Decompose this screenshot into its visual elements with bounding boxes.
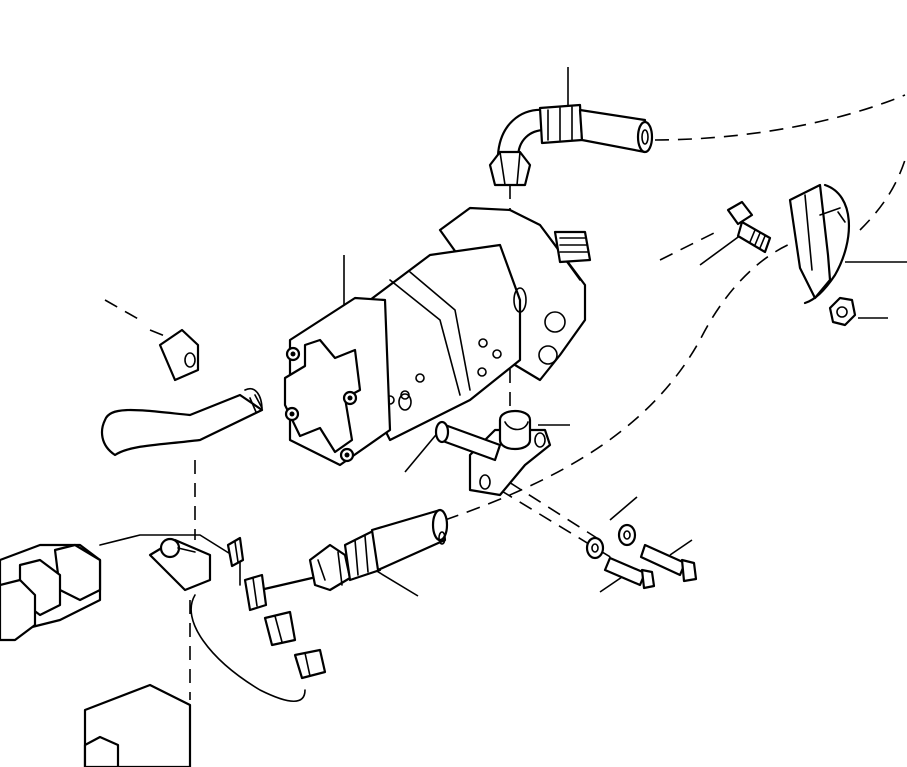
cap-screw [603,543,698,590]
valve-block [0,534,327,767]
clamp [434,409,552,497]
tube-left [100,328,264,457]
pressure-hose-elbow [488,103,654,187]
mounting-bracket [788,183,851,305]
hydraulic-pump [283,206,592,467]
fitting-caps [226,536,327,680]
bolt [726,200,772,254]
washer [585,523,637,560]
nut [828,296,857,327]
leader-lines [343,67,907,597]
suction-hose [258,508,449,592]
